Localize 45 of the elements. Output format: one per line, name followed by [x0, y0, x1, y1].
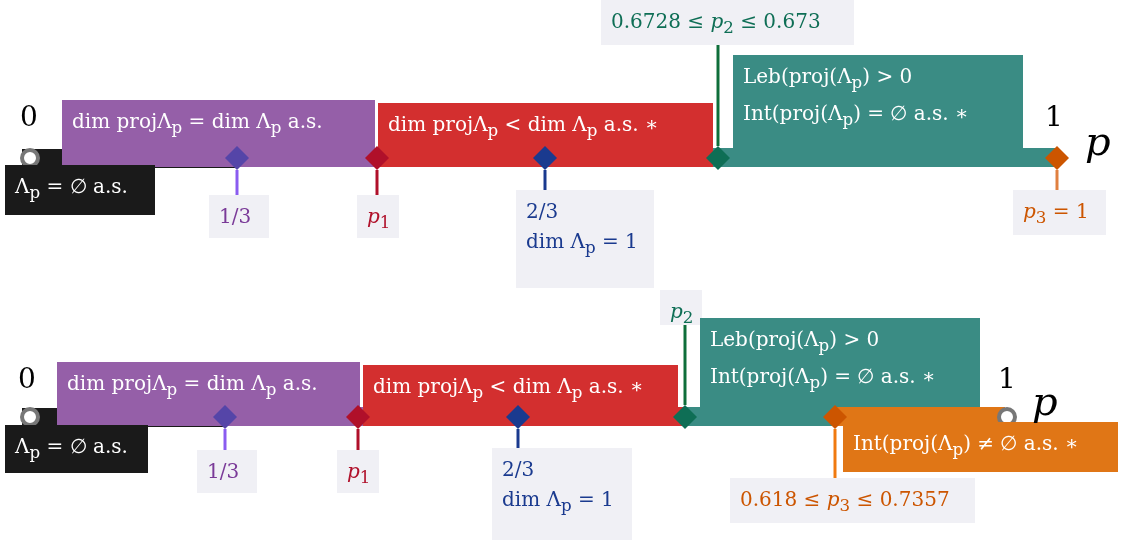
value-tag: 0.6728 ≤ p$_{2}$ ≤ 0.673 — [601, 0, 854, 45]
diamond-marker — [673, 405, 697, 429]
interval-band: dim projΛ$_{p}$ < dim Λ$_{p}$ a.s. ∗ — [378, 103, 713, 148]
value-tag: p$_{1}$ — [357, 195, 399, 238]
tick-label: 1 — [998, 362, 1016, 395]
value-tag: p$_{3}$ = 1 — [1013, 190, 1106, 235]
value-tag: 1/3 — [197, 450, 257, 493]
interval-band: Leb(proj(Λ$_{p}$) > 0 Int(proj(Λ$_{p}$) = ∅ a.s. ∗ — [733, 55, 1023, 148]
leader-line — [1055, 170, 1059, 190]
axis-label: p — [1032, 378, 1058, 424]
diamond-marker — [823, 405, 847, 429]
leader-line — [235, 170, 239, 195]
diamond-marker — [365, 146, 389, 170]
interval-band: Int(proj(Λ$_{p}$) ≠ ∅ a.s. ∗ — [843, 422, 1118, 472]
state-box: Λ$_{p}$ = ∅ a.s. — [5, 165, 155, 215]
diamond-marker — [346, 405, 370, 429]
interval-band: dim projΛ$_{p}$ = dim Λ$_{p}$ a.s. — [57, 362, 360, 407]
tick-label: 0 — [18, 362, 36, 395]
interval-band: dim projΛ$_{p}$ < dim Λ$_{p}$ a.s. ∗ — [363, 365, 678, 407]
axis-label: p — [1085, 118, 1111, 164]
leader-line — [683, 325, 687, 405]
diamond-marker — [506, 405, 530, 429]
value-tag: 1/3 — [209, 195, 269, 238]
leader-line — [375, 170, 379, 195]
value-tag: 0.618 ≤ p$_{3}$ ≤ 0.7357 — [730, 478, 975, 523]
leader-line — [516, 429, 520, 448]
tick-label: 0 — [20, 100, 38, 133]
leader-line — [356, 429, 360, 450]
leader-line — [543, 170, 547, 190]
value-tag: 2/3 dim Λ$_{p}$ = 1 — [492, 448, 632, 540]
value-tag: p$_{2}$ — [660, 290, 702, 325]
value-tag: p$_{1}$ — [337, 450, 379, 493]
diamond-marker — [1045, 146, 1069, 170]
diamond-marker — [706, 146, 730, 170]
leader-line — [716, 45, 720, 146]
value-tag: 2/3 dim Λ$_{p}$ = 1 — [516, 190, 654, 288]
diamond-marker — [533, 146, 557, 170]
state-box: Λ$_{p}$ = ∅ a.s. — [5, 425, 148, 473]
tick-label: 1 — [1045, 100, 1063, 133]
interval-band: dim projΛ$_{p}$ = dim Λ$_{p}$ a.s. — [62, 100, 375, 148]
interval-band: Leb(proj(Λ$_{p}$) > 0 Int(proj(Λ$_{p}$) = ∅ a.s. ∗ — [700, 318, 980, 407]
diamond-marker — [225, 146, 249, 170]
diamond-marker — [213, 405, 237, 429]
leader-line — [833, 429, 837, 478]
leader-line — [223, 429, 227, 450]
